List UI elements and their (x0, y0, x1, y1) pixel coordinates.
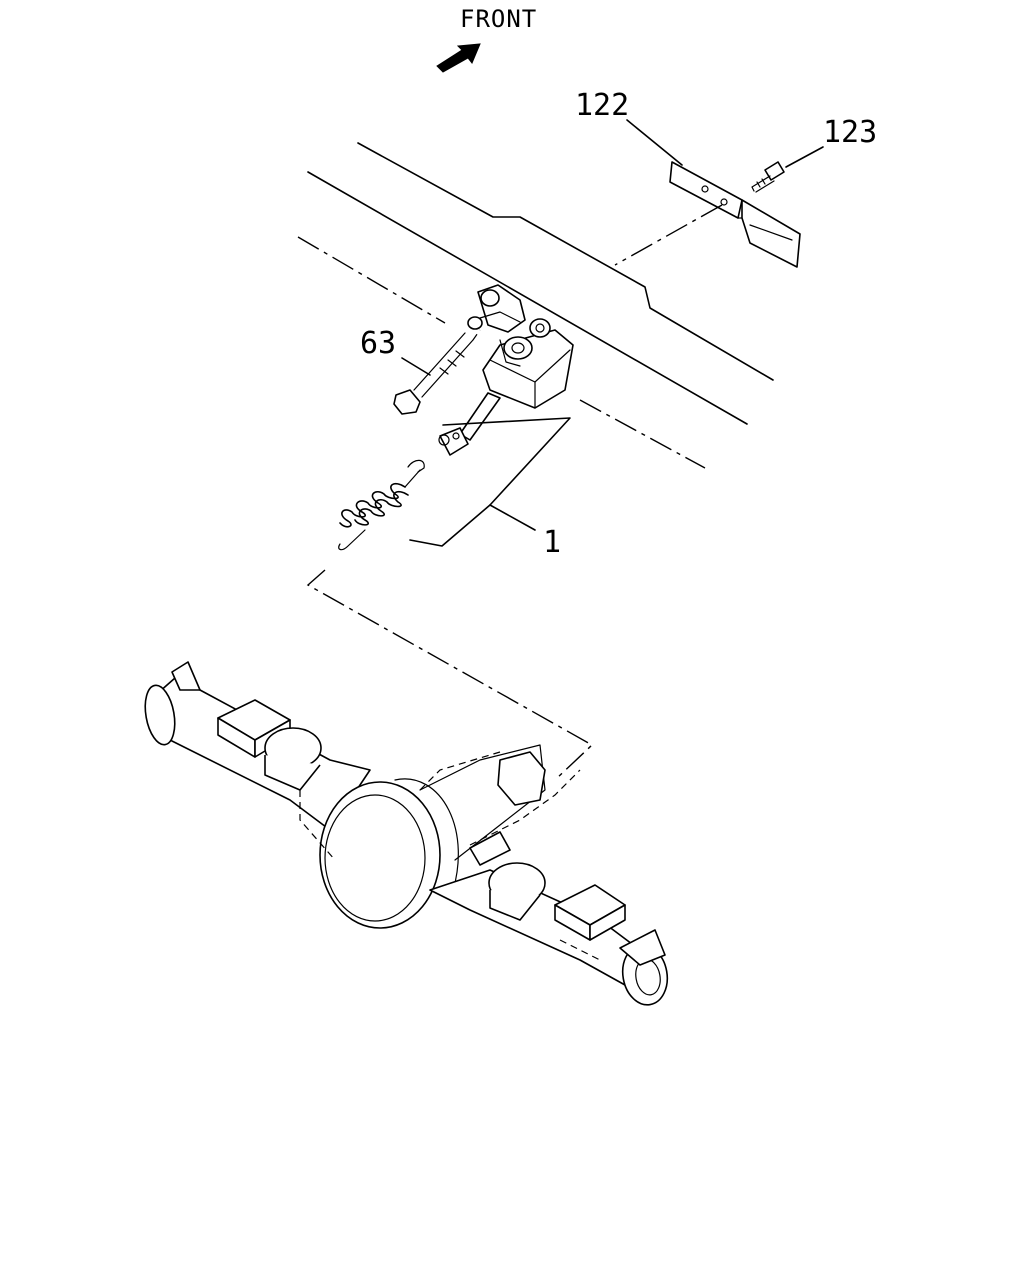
bracket-122 (669, 161, 801, 268)
bolt-123 (751, 161, 785, 193)
leader-line-122 (626, 119, 683, 166)
front-arrow-icon (436, 43, 481, 73)
connection-line-bracket (614, 204, 723, 266)
spring-link (338, 459, 425, 551)
load-sensing-valve (438, 284, 574, 456)
callout-1: 1 (543, 525, 561, 560)
connection-line-axle (306, 569, 594, 781)
rear-axle-housing (144, 661, 669, 1006)
chassis-frame (297, 142, 774, 469)
bolt-63 (393, 329, 481, 415)
callout-63: 63 (360, 326, 396, 361)
leader-line-123 (785, 146, 824, 168)
callout-122: 122 (575, 88, 629, 123)
front-label: FRONT (460, 5, 537, 33)
leader-line-63 (401, 357, 431, 376)
leader-line-1 (489, 504, 536, 531)
callout-123: 123 (823, 115, 877, 150)
